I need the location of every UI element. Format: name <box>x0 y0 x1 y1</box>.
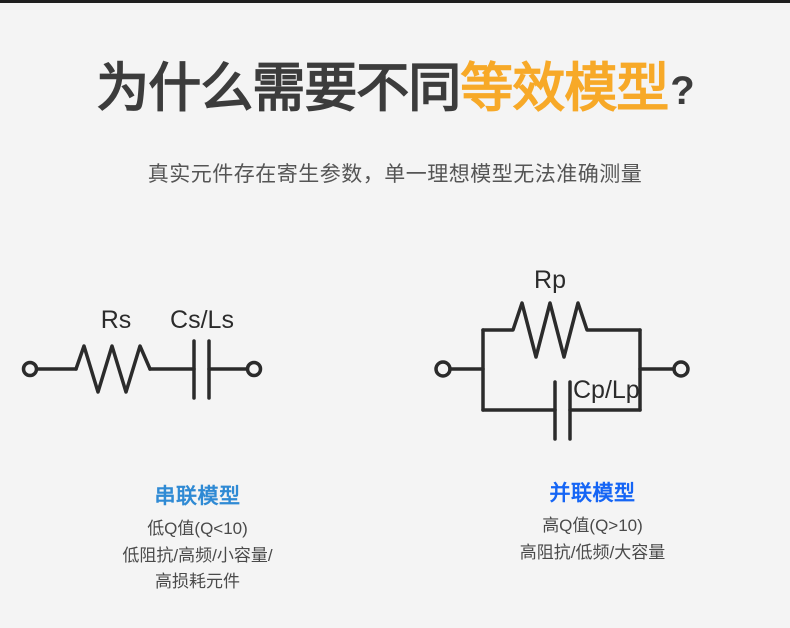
series-resistor-label: Rs <box>101 306 132 334</box>
top-edge-bar <box>0 0 790 3</box>
series-model-caption: 串联模型 低Q值(Q<10) 低阻抗/高频/小容量/ 高损耗元件 <box>0 483 395 595</box>
series-model-title: 串联模型 <box>154 485 241 508</box>
series-model-description: 低Q值(Q<10) 低阻抗/高频/小容量/ 高损耗元件 <box>0 516 395 595</box>
series-right-terminal-icon <box>245 360 263 378</box>
parallel-resistor-label: Rp <box>534 266 566 294</box>
parallel-model-panel: Rp Cp/Lp 并联模型 高Q值(Q>10) 高阻抗/低频/大容量 <box>395 255 790 615</box>
page-title: 为什么需要不同等效模型? <box>0 62 790 115</box>
series-desc-line-2: 低阻抗/高频/小容量/ <box>122 545 273 565</box>
series-circuit-diagram: Rs Cs/Ls <box>0 255 395 460</box>
parallel-model-caption: 并联模型 高Q值(Q>10) 高阻抗/低频/大容量 <box>395 480 790 566</box>
parallel-left-terminal-icon <box>434 360 452 378</box>
page-subtitle: 真实元件存在寄生参数，单一理想模型无法准确测量 <box>147 163 643 186</box>
series-desc-line-1: 低Q值(Q<10) <box>147 519 248 539</box>
page-title-accent: 等效模型 <box>460 59 669 118</box>
series-model-panel: Rs Cs/Ls 串联模型 低Q值(Q<10) 低阻抗/高频/小容量/ 高损耗元… <box>0 255 395 615</box>
parallel-circuit-svg: Rp Cp/Lp <box>434 266 690 441</box>
parallel-desc-line-1: 高Q值(Q>10) <box>542 516 643 536</box>
series-circuit-svg: Rs Cs/Ls <box>21 306 263 400</box>
series-desc-line-3: 高损耗元件 <box>155 571 240 591</box>
series-capacitor-label: Cs/Ls <box>170 306 234 334</box>
parallel-circuit-diagram: Rp Cp/Lp <box>395 255 790 460</box>
parallel-model-title: 并联模型 <box>549 482 636 505</box>
parallel-resistor-icon <box>481 301 642 359</box>
series-resistor-icon <box>74 344 152 394</box>
parallel-capacitor-label: Cp/Lp <box>573 376 640 404</box>
parallel-desc-line-2: 高阻抗/低频/大容量 <box>519 542 666 562</box>
series-left-terminal-icon <box>21 360 39 378</box>
page-title-prefix: 为什么需要不同 <box>96 59 461 118</box>
parallel-model-description: 高Q值(Q>10) 高阻抗/低频/大容量 <box>395 513 790 566</box>
page-title-question-mark: ? <box>670 69 694 113</box>
parallel-right-terminal-icon <box>672 360 690 378</box>
